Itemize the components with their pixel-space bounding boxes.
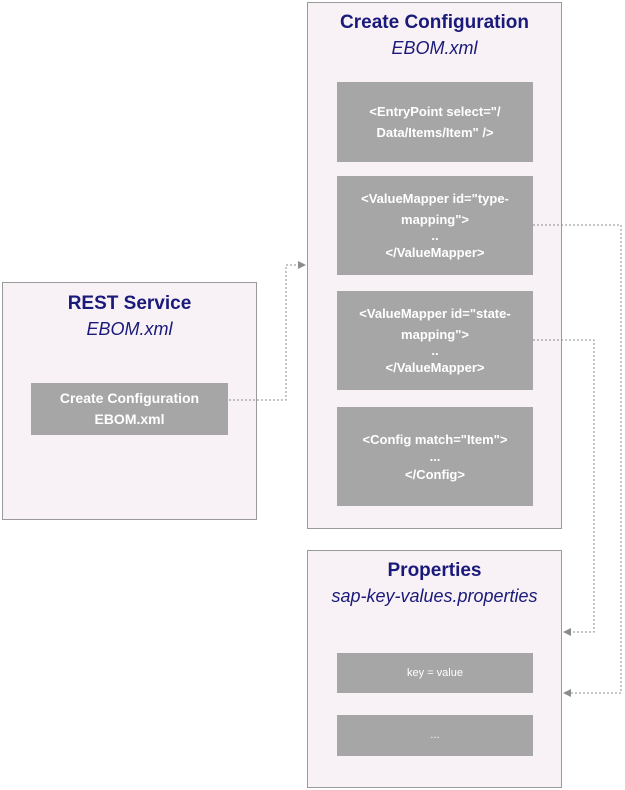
rest-service-subtitle: EBOM.xml bbox=[86, 319, 173, 339]
entry-point-line2: Data/Items/Item" /> bbox=[376, 125, 494, 140]
config-match-box: <Config match="Item"> ... </Config> bbox=[337, 407, 533, 506]
key-value-box: key = value bbox=[337, 653, 533, 693]
type-mapping-line2: mapping"> bbox=[401, 212, 469, 227]
properties-title: Properties bbox=[387, 560, 482, 581]
type-mapping-line1: <ValueMapper id="type- bbox=[361, 191, 509, 206]
create-configuration-box-line2: EBOM.xml bbox=[94, 411, 165, 427]
entry-point-line1: <EntryPoint select="/ bbox=[369, 104, 501, 119]
state-mapping-box: <ValueMapper id="state- mapping"> .. </V… bbox=[337, 291, 533, 390]
state-mapping-line1: <ValueMapper id="state- bbox=[359, 306, 511, 321]
properties-subtitle: sap-key-values.properties bbox=[331, 586, 538, 606]
entry-point-box: <EntryPoint select="/ Data/Items/Item" /… bbox=[337, 82, 533, 162]
create-configuration-title: Create Configuration bbox=[340, 12, 529, 33]
config-match-line1: <Config match="Item"> bbox=[362, 431, 508, 447]
type-mapping-line4: </ValueMapper> bbox=[385, 245, 485, 260]
state-mapping-line4: </ValueMapper> bbox=[385, 360, 485, 375]
create-configuration-box: Create Configuration EBOM.xml bbox=[31, 383, 228, 435]
type-mapping-box: <ValueMapper id="type- mapping"> .. </Va… bbox=[337, 176, 533, 275]
create-configuration-box-line1: Create Configuration bbox=[59, 390, 200, 406]
create-configuration-panel: Create Configuration EBOM.xml <EntryPoin… bbox=[307, 2, 562, 529]
key-value-text: key = value bbox=[407, 666, 463, 679]
state-mapping-line3: .. bbox=[431, 343, 439, 358]
properties-panel: Properties sap-key-values.properties key… bbox=[307, 550, 562, 788]
create-configuration-subtitle: EBOM.xml bbox=[391, 38, 478, 58]
state-mapping-line2: mapping"> bbox=[401, 327, 469, 342]
properties-ellipsis-text: ... bbox=[430, 729, 440, 741]
config-match-line2: ... bbox=[429, 448, 441, 464]
rest-service-panel: REST Service EBOM.xml Create Configurati… bbox=[2, 282, 257, 520]
config-match-line3: </Config> bbox=[405, 466, 465, 482]
rest-service-title: REST Service bbox=[67, 293, 192, 314]
properties-ellipsis-box: ... bbox=[337, 715, 533, 756]
type-mapping-line3: .. bbox=[431, 228, 439, 243]
